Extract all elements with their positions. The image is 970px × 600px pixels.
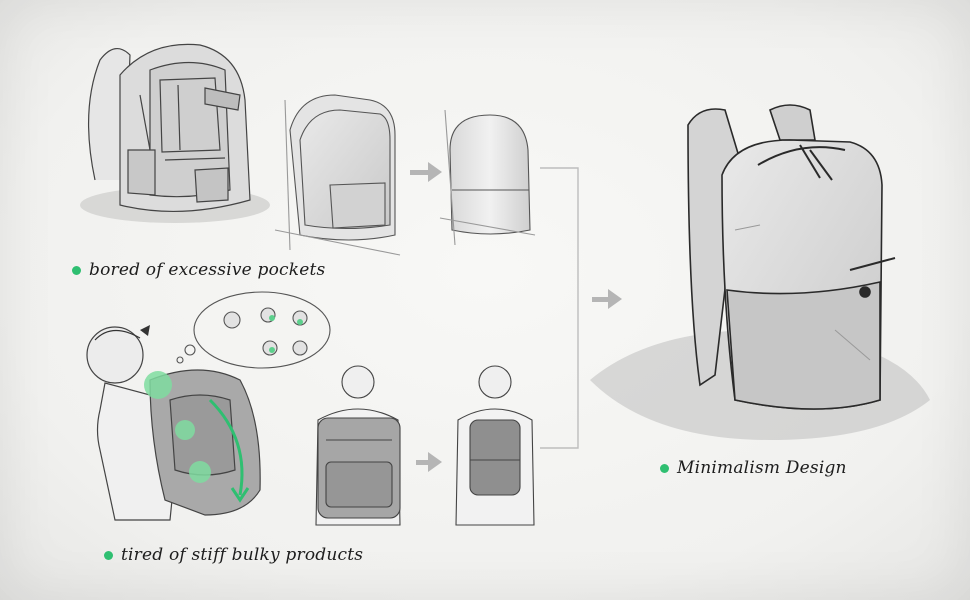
step-arrow-1 [410, 162, 442, 182]
simplified-backpack-sketch-1 [274, 94, 401, 256]
step-arrow-2 [416, 452, 442, 472]
bulky-pocket-backpack-sketch [80, 43, 270, 223]
green-bullet-icon [104, 550, 113, 560]
green-bullet-icon [660, 463, 669, 473]
caption-bulky-text: tired of stiff bulky products [121, 545, 364, 565]
caption-bulky-products: tired of stiff bulky products [104, 545, 363, 565]
simplified-backpack-sketch-2 [439, 109, 536, 246]
thought-bubble-back-pain [176, 291, 331, 369]
caption-pockets-text: bored of excessive pockets [89, 260, 326, 280]
green-bullet-icon [72, 265, 81, 275]
connector-lines [540, 167, 579, 449]
center-arrow [592, 289, 622, 309]
caption-minimalism-design: Minimalism Design [660, 458, 847, 478]
back-view-minimal-backpack [455, 365, 535, 526]
caption-excessive-pockets: bored of excessive pockets [72, 260, 325, 280]
back-view-bulky-backpack [315, 365, 401, 526]
caption-minimal-text: Minimalism Design [677, 458, 847, 478]
person-bulky-backpack-sketch [86, 325, 261, 521]
minimalist-backpack-hero [590, 104, 930, 440]
